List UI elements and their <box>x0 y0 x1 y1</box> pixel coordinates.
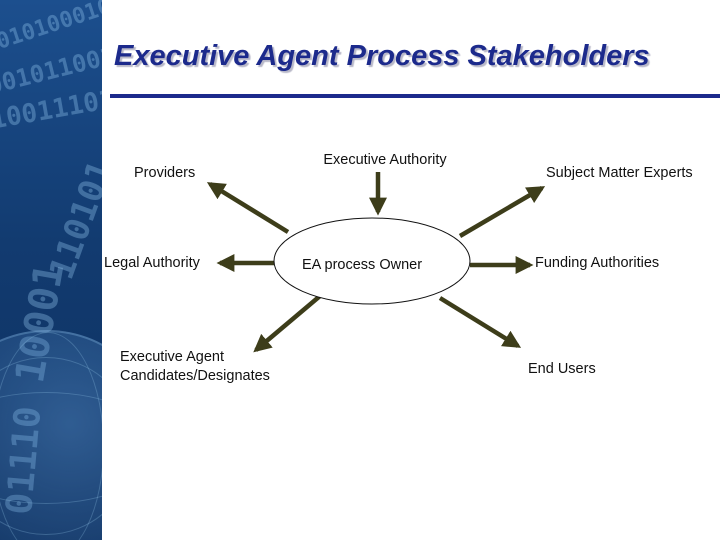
legal-authority-label: Legal Authority <box>104 255 201 271</box>
end-users-label: End Users <box>528 361 596 377</box>
globe-icon <box>0 330 102 540</box>
center-node-label: EA process Owner <box>302 257 422 273</box>
providers-label: Providers <box>134 165 195 181</box>
decorative-sidebar: 0101000101 0010110011 10011101 110101 10… <box>0 0 102 540</box>
ea-candidates-label-line2: Candidates/Designates <box>120 368 270 384</box>
ea-candidates-label-line1: Executive Agent <box>120 349 224 365</box>
title-underline <box>110 94 720 98</box>
arrow-end-users <box>438 296 522 348</box>
center-node <box>273 217 471 305</box>
funding-authorities-label: Funding Authorities <box>535 255 659 271</box>
executive-authority-label: Executive Authority <box>323 152 447 168</box>
subject-matter-experts-label: Subject Matter Experts <box>546 165 693 181</box>
arrow-ea-candidates <box>253 294 322 353</box>
slide-title: Executive Agent Process Stakeholders <box>114 40 650 72</box>
arrow-providers <box>206 182 290 234</box>
arrow-subject-matter-experts <box>458 186 546 238</box>
